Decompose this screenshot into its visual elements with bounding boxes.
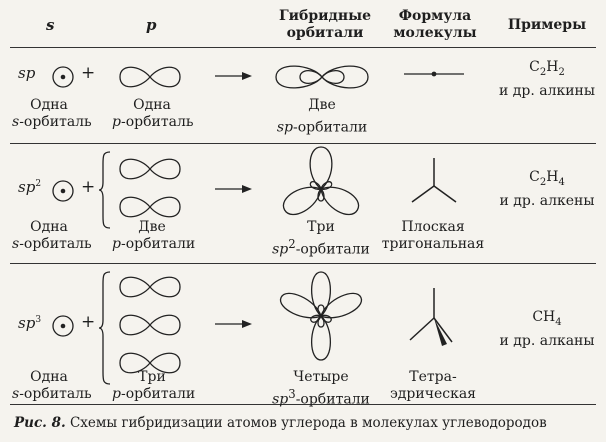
divider-row1 (10, 143, 596, 144)
row1-hybrid-orbital (275, 65, 369, 89)
row3-formula-label: Тетра- эдрическая (389, 369, 477, 402)
row1-example: C2H2 и др. алкины (494, 58, 600, 100)
row1-formula-linear (404, 71, 464, 77)
row3-example-formula: CH4 (532, 309, 562, 328)
header-hybrid-line1: Гибридные (278, 8, 372, 24)
row3-p-orbital-3 (119, 352, 181, 374)
row2-p-label: Две p-орбитали (112, 219, 196, 252)
row1-p-orbital (119, 66, 181, 88)
row2-formula-label: Плоская тригональная (381, 219, 485, 252)
row2-type-label: sp2 (18, 178, 42, 196)
divider-header (10, 47, 596, 48)
header-examples: Примеры (507, 17, 587, 33)
row2-p-orbital-2 (119, 196, 181, 218)
divider-row3 (10, 404, 596, 405)
row2-s-orbital (52, 180, 74, 202)
header-formula: Формула молекулы (380, 8, 490, 42)
row3-s-label: Одна s-орбиталь (12, 369, 92, 402)
row1-p-label: Одна p-орбиталь (112, 97, 194, 130)
row2-s-label: Одна s-орбиталь (12, 219, 92, 252)
row2-example-formula: C2H4 (529, 169, 565, 188)
row3-p-orbital-1 (119, 276, 181, 298)
row2-brace (98, 151, 111, 229)
row1-type-label: sp (18, 64, 36, 82)
header-s: s (46, 16, 55, 34)
row2-p-orbital-1 (119, 158, 181, 180)
row3-brace (98, 271, 111, 385)
row2-example-text: и др. алкены (499, 192, 595, 209)
row3-hybrid-orbital (280, 271, 362, 361)
row2-example: C2H4 и др. алкены (494, 168, 600, 210)
divider-row2 (10, 263, 596, 264)
row3-p-label: Три p-орбитали (112, 369, 196, 402)
figure-caption-label: Рис. 8. (14, 415, 66, 431)
row1-arrow (215, 72, 252, 80)
header-hybrid-line2: орбитали (286, 25, 364, 41)
row1-example-formula: C2H2 (529, 59, 565, 78)
row3-p-orbital-2 (119, 314, 181, 336)
figure-caption: Рис. 8. Схемы гибридизации атомов углеро… (14, 415, 547, 431)
row2-hybrid-label: Три sp2-орбитали (272, 219, 370, 258)
row3-example: CH4 и др. алканы (494, 308, 600, 350)
figure-caption-text: Схемы гибридизации атомов углерода в мол… (65, 415, 547, 431)
row1-plus: + (81, 63, 96, 83)
row2-arrow (215, 185, 252, 193)
header-formula-line1: Формула (398, 8, 472, 24)
row3-hybrid-label: Четыре sp3-орбитали (272, 369, 370, 408)
row3-formula-tetrahedral (409, 288, 453, 346)
row3-s-orbital (52, 315, 74, 337)
row2-hybrid-orbital (282, 146, 360, 216)
header-hybrid: Гибридные орбитали (262, 8, 388, 42)
row2-formula-trigonal (411, 158, 457, 203)
row1-hybrid-label: Две sp-орбитали (276, 97, 368, 136)
row3-arrow (215, 320, 252, 328)
row3-plus: + (81, 312, 96, 332)
row1-example-text: и др. алкины (498, 82, 596, 99)
row3-example-text: и др. алканы (499, 332, 595, 349)
row3-type-label: sp3 (18, 314, 42, 332)
row2-plus: + (81, 177, 96, 197)
row1-s-label: Одна s-орбиталь (12, 97, 92, 130)
header-formula-line2: молекулы (393, 25, 477, 41)
header-p: p (146, 16, 157, 34)
row1-s-orbital (52, 66, 74, 88)
